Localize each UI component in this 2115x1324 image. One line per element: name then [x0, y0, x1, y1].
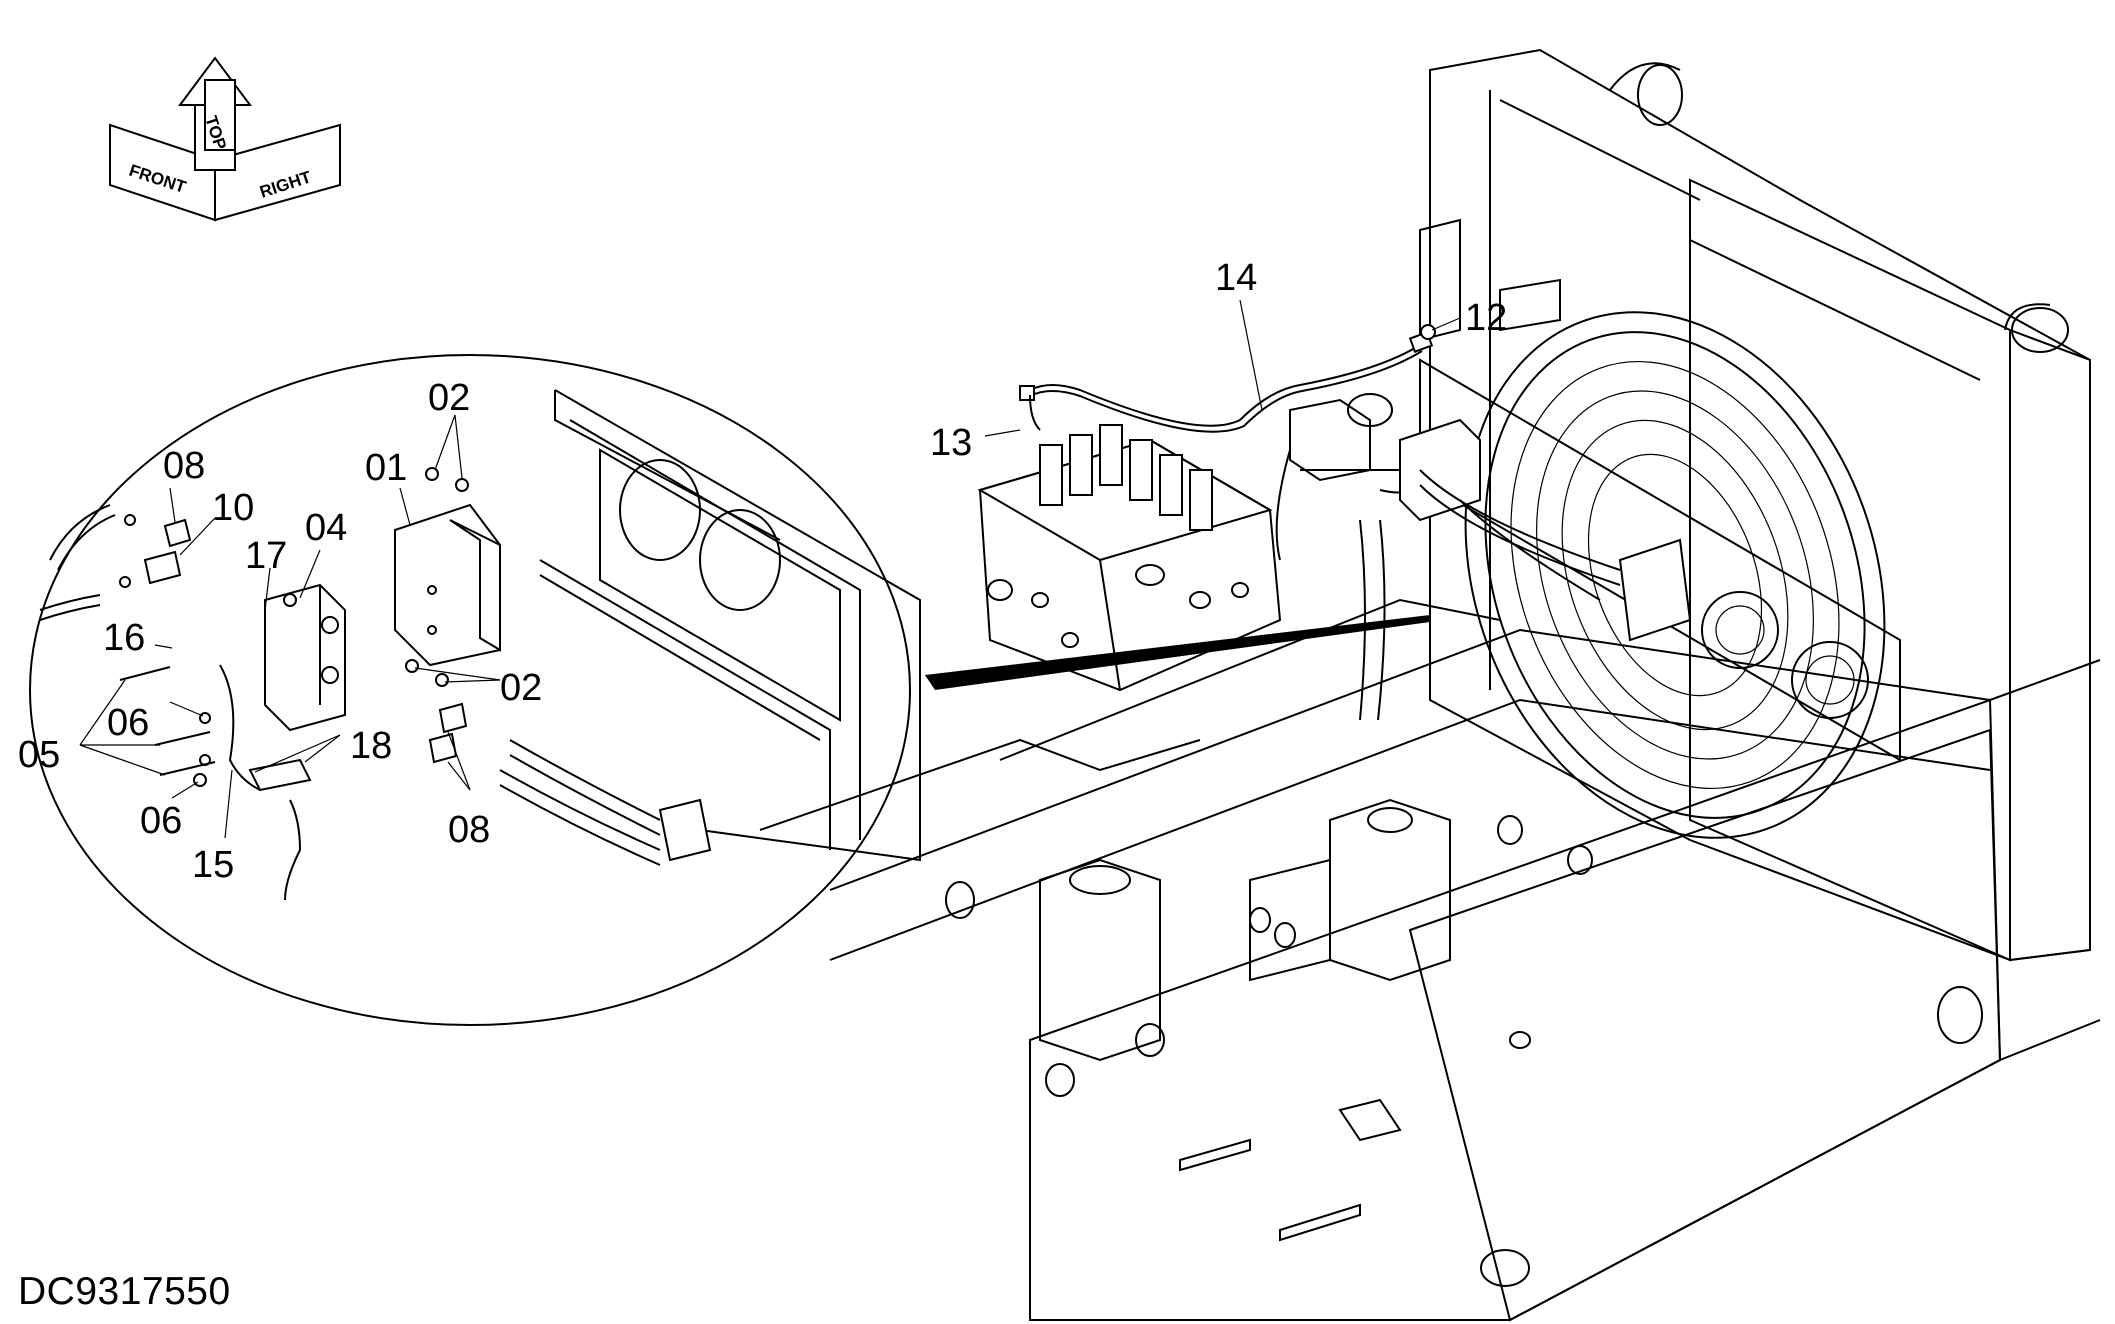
callout-06: 06	[107, 702, 149, 744]
callout-02: 02	[500, 667, 542, 709]
callout-18: 18	[350, 725, 392, 767]
callout-12: 12	[1465, 297, 1507, 339]
callout-10: 10	[212, 487, 254, 529]
detail-view	[29, 354, 921, 1026]
callout-15: 15	[192, 844, 234, 886]
callout-05: 05	[18, 734, 60, 776]
callout-16: 16	[103, 617, 145, 659]
drawing-number: DC9317550	[18, 1270, 231, 1313]
callout-06: 06	[140, 800, 182, 842]
callout-08: 08	[163, 445, 205, 487]
callout-13: 13	[930, 422, 972, 464]
callouts: 02 01 08 10 04 17 16 02 06 18 05 06 08 1…	[18, 257, 1507, 886]
orientation-symbol: FRONT TOP RIGHT	[109, 56, 341, 222]
callout-14: 14	[1215, 257, 1257, 299]
main-view-leaders	[984, 299, 1461, 437]
callout-04: 04	[305, 507, 347, 549]
leader-to-detail	[925, 615, 1430, 690]
callout-02: 02	[428, 377, 470, 419]
hose-14	[1019, 331, 1434, 433]
callout-01: 01	[365, 447, 407, 489]
callout-08: 08	[448, 809, 490, 851]
radiator-valve-block	[1399, 418, 1692, 642]
callout-17: 17	[245, 535, 287, 577]
main-control-valve	[977, 393, 1441, 721]
fitting-12	[1420, 324, 1436, 340]
radiator-fan-assembly	[1419, 48, 2091, 962]
